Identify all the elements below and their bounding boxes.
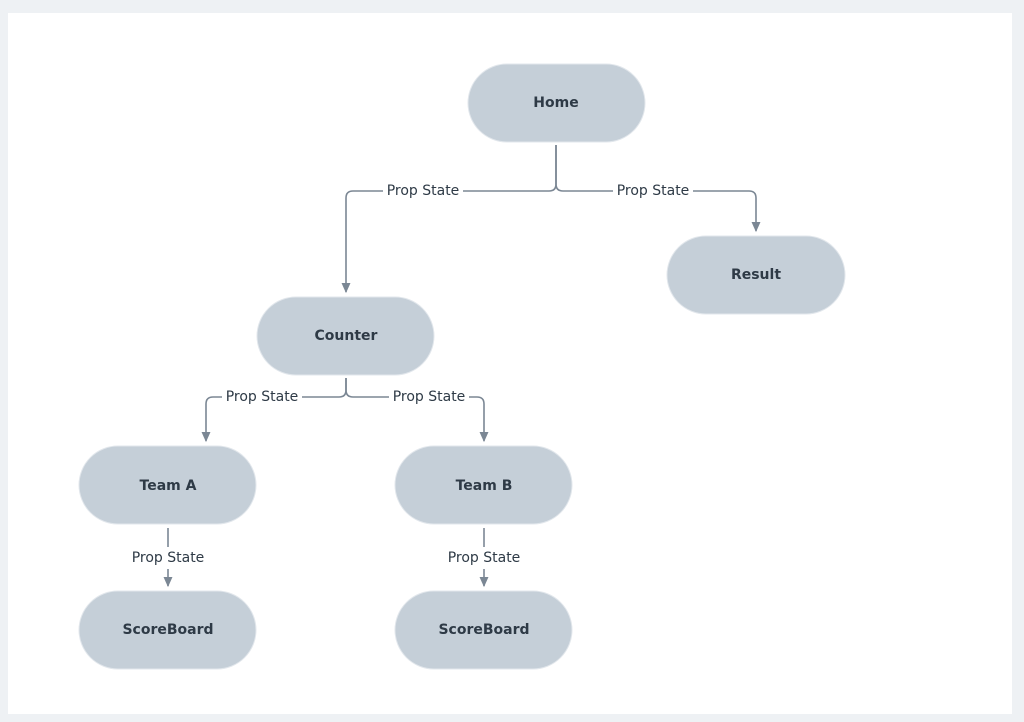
edge-label-text: Prop State (132, 550, 205, 566)
edge-label-home-result: Prop State (613, 181, 693, 201)
edge-label-text: Prop State (387, 183, 460, 199)
node-label: Counter (315, 328, 378, 344)
node-label: ScoreBoard (438, 622, 529, 638)
edge-label-text: Prop State (393, 389, 466, 405)
edge-label-counter-team-b: Prop State (389, 387, 469, 407)
edge-label-text: Prop State (226, 389, 299, 405)
node-team-a[interactable]: Team A (78, 445, 257, 525)
edge-label-team-b-scoreboard: Prop State (442, 547, 526, 569)
node-label: Home (533, 95, 578, 111)
node-team-b[interactable]: Team B (394, 445, 573, 525)
edge-label-text: Prop State (448, 550, 521, 566)
node-scoreboard-a[interactable]: ScoreBoard (78, 590, 257, 670)
node-home[interactable]: Home (467, 63, 646, 143)
edge-label-team-a-scoreboard: Prop State (126, 547, 210, 569)
node-label: ScoreBoard (122, 622, 213, 638)
edge-label-home-counter: Prop State (383, 181, 463, 201)
node-result[interactable]: Result (666, 235, 846, 315)
edge-label-counter-team-a: Prop State (222, 387, 302, 407)
node-counter[interactable]: Counter (256, 296, 435, 376)
node-scoreboard-b[interactable]: ScoreBoard (394, 590, 573, 670)
node-label: Result (731, 267, 781, 283)
node-label: Team B (456, 478, 513, 494)
edge-home-counter (341, 145, 557, 294)
edge-label-text: Prop State (617, 183, 690, 199)
node-label: Team A (140, 478, 197, 494)
